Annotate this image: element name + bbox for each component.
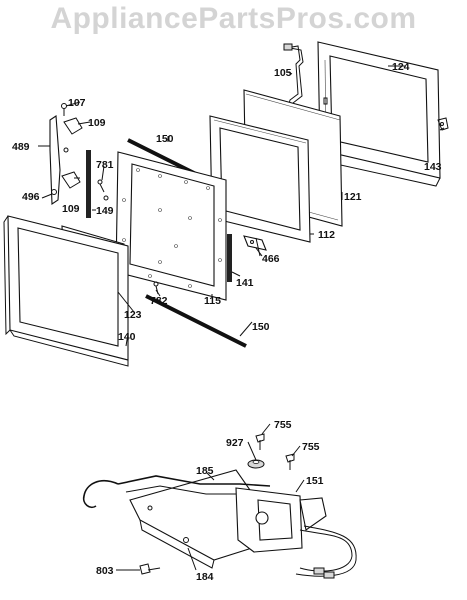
part-140-outer-door-panel <box>3 215 129 367</box>
part-141-strip <box>227 234 232 282</box>
label-782: 782 <box>150 295 168 307</box>
label-496: 496 <box>22 191 40 203</box>
leader-lines <box>38 65 445 571</box>
part-143-clip <box>437 117 449 131</box>
label-124: 124 <box>392 61 410 73</box>
label-150-bottom: 150 <box>252 321 270 333</box>
part-115-inner-door-frame <box>115 151 227 301</box>
label-112: 112 <box>318 229 335 241</box>
label-755-left: 755 <box>274 419 292 431</box>
label-123: 123 <box>124 309 142 321</box>
part-755-screw-right <box>285 453 295 470</box>
label-185: 185 <box>196 465 214 477</box>
label-149: 149 <box>96 205 114 217</box>
part-803-screw <box>139 563 161 575</box>
label-927: 927 <box>226 437 244 449</box>
label-781: 781 <box>96 159 114 171</box>
part-150-gasket-bottom <box>145 294 247 348</box>
part-149-strip <box>86 150 91 218</box>
part-151-motor-switch <box>235 487 327 553</box>
part-927-grommet <box>247 459 265 469</box>
watermark-text: AppliancePartsPros.com <box>50 2 417 35</box>
label-803: 803 <box>96 565 114 577</box>
label-184: 184 <box>196 571 214 583</box>
part-755-screw-left <box>255 433 265 450</box>
label-121: 121 <box>344 191 362 203</box>
part-185-actuator-rod <box>82 475 271 509</box>
part-112-door-liner <box>209 115 311 243</box>
part-489-hinge-assembly <box>49 103 83 206</box>
label-109-top: 109 <box>88 117 106 129</box>
label-115: 115 <box>204 295 221 307</box>
part-151-wire-leads <box>295 525 357 579</box>
label-109-bottom: 109 <box>62 203 80 215</box>
label-107: 107 <box>68 97 86 109</box>
label-755-right: 755 <box>302 441 320 453</box>
label-489: 489 <box>12 141 30 153</box>
part-781-screw <box>97 179 109 201</box>
label-150-top: 150 <box>156 133 174 145</box>
label-105: 105 <box>274 67 292 79</box>
label-466: 466 <box>262 253 280 265</box>
part-124-door-back-frame <box>317 41 441 187</box>
label-143: 143 <box>424 161 442 173</box>
label-151: 151 <box>306 475 324 487</box>
label-140: 140 <box>118 331 136 343</box>
label-141: 141 <box>236 277 254 289</box>
